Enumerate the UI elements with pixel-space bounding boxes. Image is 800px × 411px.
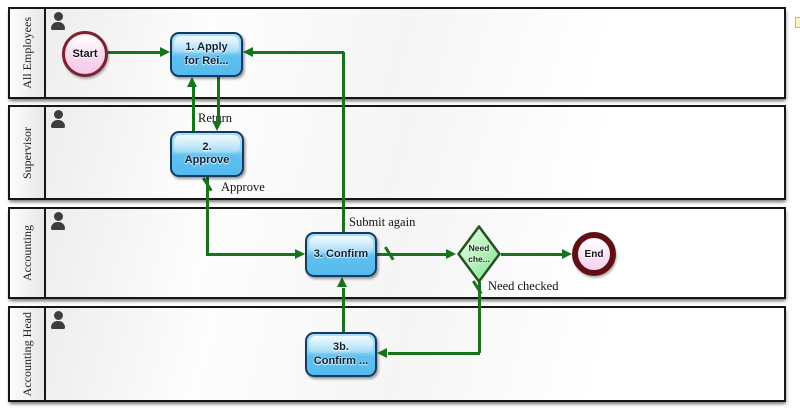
person-icon	[50, 110, 66, 131]
flow-submit-again-line-h[interactable]	[253, 51, 344, 54]
flow-approve-confirm-line-v[interactable]	[206, 177, 209, 254]
flow-need-checked-arrowhead	[377, 348, 387, 358]
sticky-note-fragment-icon	[795, 17, 800, 28]
flow-start-apply-line[interactable]	[108, 51, 162, 54]
lane-body-all-employees	[46, 9, 784, 97]
flow-apply-approve-arrowhead	[212, 121, 222, 131]
task-label-line2: for Rei...	[184, 54, 229, 67]
task-label-line1: 2.	[202, 140, 212, 153]
person-icon	[50, 12, 66, 33]
flow-start-apply-arrowhead	[160, 47, 170, 57]
task-label-line1: 1. Apply	[185, 41, 228, 54]
gateway-need-checked[interactable]: Need che...	[457, 225, 501, 283]
lane-header-all-employees[interactable]: All Employees	[10, 9, 46, 97]
flow-confirmb-confirm-arrowhead	[337, 277, 347, 287]
flow-confirm-gateway-arrowhead	[446, 249, 456, 259]
task-label: 3. Confirm	[313, 247, 369, 260]
flow-apply-approve-line[interactable]	[217, 77, 220, 123]
task-label-line2: Confirm ...	[313, 354, 369, 367]
end-event[interactable]: End	[572, 232, 616, 276]
flow-return-arrowhead	[187, 77, 197, 87]
flow-label-need-checked: Need checked	[488, 279, 559, 293]
flow-confirmb-confirm-line[interactable]	[342, 288, 345, 332]
flow-need-checked-line-h[interactable]	[388, 352, 480, 355]
task-confirm-b[interactable]: 3b. Confirm ...	[305, 332, 377, 377]
flow-approve-confirm-arrowhead	[295, 249, 305, 259]
task-label-line2: Approve	[184, 154, 230, 166]
person-icon	[50, 212, 66, 233]
flow-confirm-gateway-line[interactable]	[377, 253, 448, 256]
lane-label: Accounting Head	[19, 311, 34, 397]
flow-gateway-end-arrowhead	[562, 249, 572, 259]
lane-label: All Employees	[19, 17, 34, 89]
flow-need-checked-line-v[interactable]	[478, 282, 481, 353]
flow-approve-confirm-line-h[interactable]	[206, 253, 296, 256]
lane-header-accounting[interactable]: Accounting	[10, 209, 46, 297]
task-label-line1: 3b.	[333, 341, 349, 354]
lane-header-supervisor[interactable]: Supervisor	[10, 107, 46, 198]
flow-gateway-end-line[interactable]	[501, 253, 563, 256]
task-approve[interactable]: 2. Approve	[170, 131, 244, 177]
gateway-label: Need che...	[468, 243, 490, 264]
lane-header-accounting-head[interactable]: Accounting Head	[10, 308, 46, 400]
lane-label: Supervisor	[19, 126, 34, 179]
lane-body-supervisor	[46, 107, 784, 198]
flow-label-submit-again: Submit again	[349, 215, 416, 229]
lane-label: Accounting	[19, 225, 34, 281]
flow-return-line[interactable]	[192, 86, 195, 131]
task-apply-for-reimbursement[interactable]: 1. Apply for Rei...	[170, 32, 243, 77]
flow-submit-again-line-v[interactable]	[342, 52, 345, 232]
flow-label-approve: Approve	[221, 180, 265, 194]
start-event-label: Start	[72, 48, 98, 60]
flow-submit-again-arrowhead	[243, 47, 253, 57]
lane-all-employees: All Employees	[8, 7, 786, 99]
gateway-diamond-shape	[457, 225, 501, 283]
end-event-label: End	[584, 248, 604, 260]
person-icon	[50, 311, 66, 332]
start-event[interactable]: Start	[62, 31, 108, 77]
flow-label-return: Return	[198, 111, 233, 125]
task-confirm[interactable]: 3. Confirm	[305, 232, 377, 277]
lane-supervisor: Supervisor	[8, 105, 786, 200]
